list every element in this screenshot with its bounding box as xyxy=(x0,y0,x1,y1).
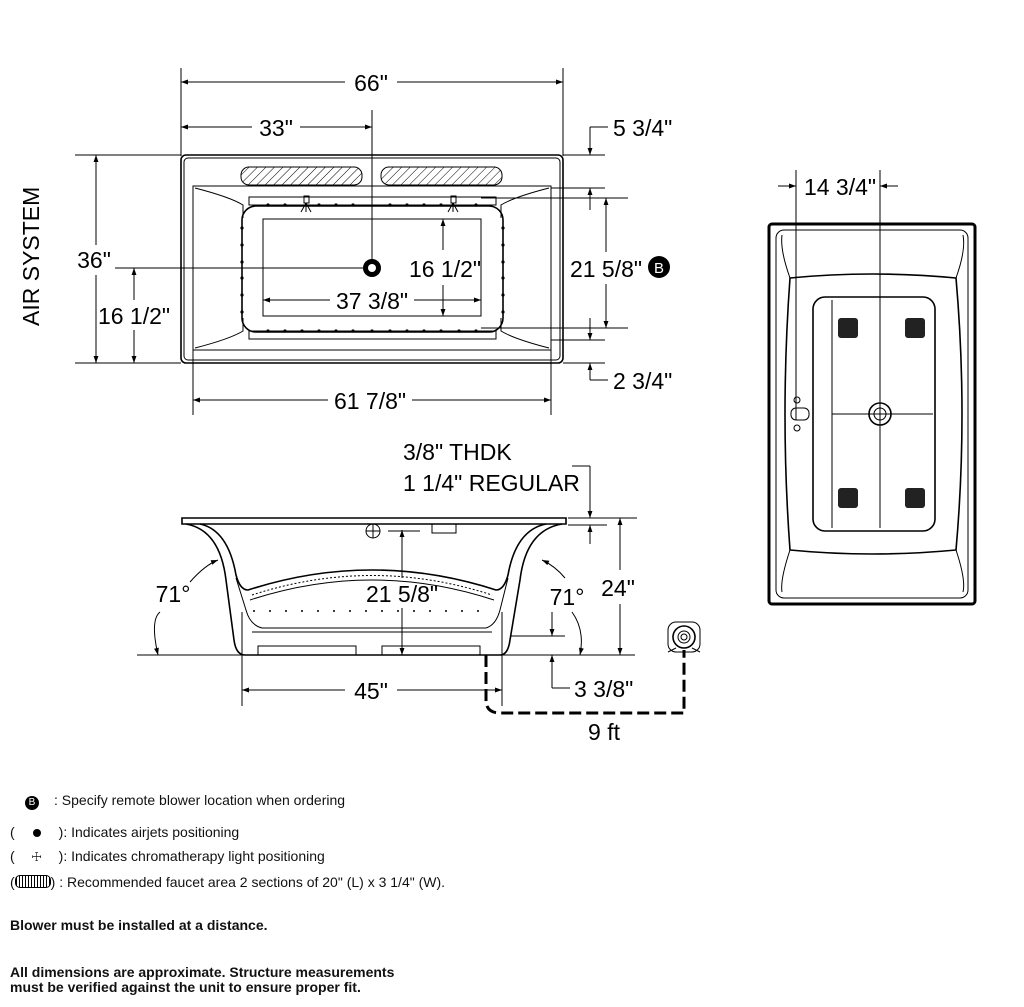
side-view: 3/8" THDK 1 1/4" REGULAR 21 5/8" 24" xyxy=(137,439,701,745)
dim-half-length: 33" xyxy=(259,115,293,141)
airjet-dots xyxy=(240,203,505,333)
legend-blower-text: : Specify remote blower location when or… xyxy=(54,792,346,808)
paren: ( xyxy=(10,848,15,864)
dim-floor-clearance: 3 3/8" xyxy=(574,676,633,702)
angle-left: 71° xyxy=(156,581,191,607)
chromatherapy-light-icon xyxy=(300,195,459,213)
dim-interior-width: 21 5/8" xyxy=(570,256,642,282)
blower-marker-icon: B xyxy=(10,792,54,810)
overflow-fitting-icon xyxy=(790,396,810,432)
chromatherapy-light-icon: ☩ xyxy=(31,850,43,864)
blower-note: Blower must be installed at a distance. xyxy=(10,917,268,933)
dim-overall-length: 66" xyxy=(354,70,388,96)
dimensions-note-line1: All dimensions are approximate. Structur… xyxy=(10,964,395,980)
legend-faucet: () : Recommended faucet area 2 sections … xyxy=(10,874,446,890)
end-view: 14 3/4" xyxy=(767,170,977,606)
dim-height: 24" xyxy=(601,575,635,601)
dim-overall-width: 36" xyxy=(77,247,111,273)
deck-thickness-regular: 1 1/4" REGULAR xyxy=(403,470,580,496)
dim-bottom-rim: 2 3/4" xyxy=(613,368,672,394)
faucet-area-hatch-icon xyxy=(14,875,51,888)
dim-basin-width: 16 1/2" xyxy=(409,256,481,282)
airjet-dot-icon xyxy=(15,824,59,840)
airjet-icons xyxy=(838,318,925,508)
deck-thickness-thdk: 3/8" THDK xyxy=(403,439,512,465)
air-system-label: AIR SYSTEM xyxy=(18,187,44,326)
dimensions-note-line2: must be verified against the unit to ens… xyxy=(10,979,361,995)
legend-airjets: ( ): Indicates airjets positioning xyxy=(10,824,239,840)
paren: ( xyxy=(10,824,15,840)
dim-drain-offset: 14 3/4" xyxy=(804,174,876,200)
legend-light-text: ): Indicates chromatherapy light positio… xyxy=(58,848,325,864)
dim-drain-offset-width: 16 1/2" xyxy=(98,303,170,329)
legend-blower: B: Specify remote blower location when o… xyxy=(10,792,345,810)
legend-light: ( ☩ ): Indicates chromatherapy light posit… xyxy=(10,848,325,864)
top-view: 66" 33" 5 3/4" 36" 16 1/2" AIR SYSTEM xyxy=(18,68,672,415)
drain-icon xyxy=(363,259,381,277)
dim-depth: 21 5/8" xyxy=(366,581,438,607)
blower-location-marker: B xyxy=(648,256,670,278)
legend-faucet-text: : Recommended faucet area 2 sections of … xyxy=(59,874,446,890)
dim-rim-to-deck: 5 3/4" xyxy=(613,115,672,141)
blower-icon xyxy=(667,621,701,653)
dim-base-length: 45" xyxy=(354,678,388,704)
dim-basin-length: 37 3/8" xyxy=(336,288,408,314)
faucet-area-left xyxy=(240,166,363,186)
drain-icon xyxy=(868,402,892,426)
faucet-area-right xyxy=(380,166,503,186)
legend-airjets-text: ): Indicates airjets positioning xyxy=(58,824,240,840)
angle-right: 71° xyxy=(550,584,585,610)
dim-interior-length: 61 7/8" xyxy=(334,388,406,414)
blower-air-line xyxy=(484,650,686,715)
dim-blower-distance: 9 ft xyxy=(588,719,621,745)
paren: ( xyxy=(10,874,15,890)
svg-text:B: B xyxy=(654,260,664,277)
